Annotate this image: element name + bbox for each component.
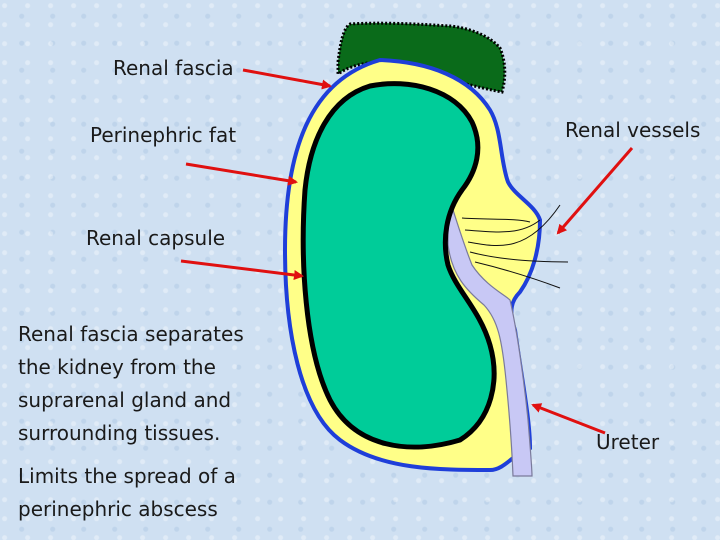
arrow-perinephric-fat <box>185 162 298 186</box>
kidney <box>300 81 497 450</box>
ureter <box>447 194 533 477</box>
arrow-ureter <box>531 403 606 435</box>
label-perinephric-fat: Perinephric fat <box>90 123 237 147</box>
label-renal-capsule: Renal capsule <box>86 226 226 250</box>
arrow-renal-vessels <box>556 147 634 235</box>
label-renal-fascia: Renal fascia <box>113 56 234 80</box>
label-ureter: Ureter <box>596 430 660 454</box>
suprarenal-gland <box>336 21 507 94</box>
label-renal-vessels: Renal vessels <box>565 118 701 142</box>
note-fascia-separation: Renal fascia separates the kidney from t… <box>18 322 244 445</box>
note-abscess-limit: Limits the spread of a perinephric absce… <box>18 464 236 521</box>
arrow-renal-fascia <box>242 68 332 90</box>
renal-vessels <box>461 204 569 289</box>
arrow-renal-capsule <box>180 259 304 280</box>
